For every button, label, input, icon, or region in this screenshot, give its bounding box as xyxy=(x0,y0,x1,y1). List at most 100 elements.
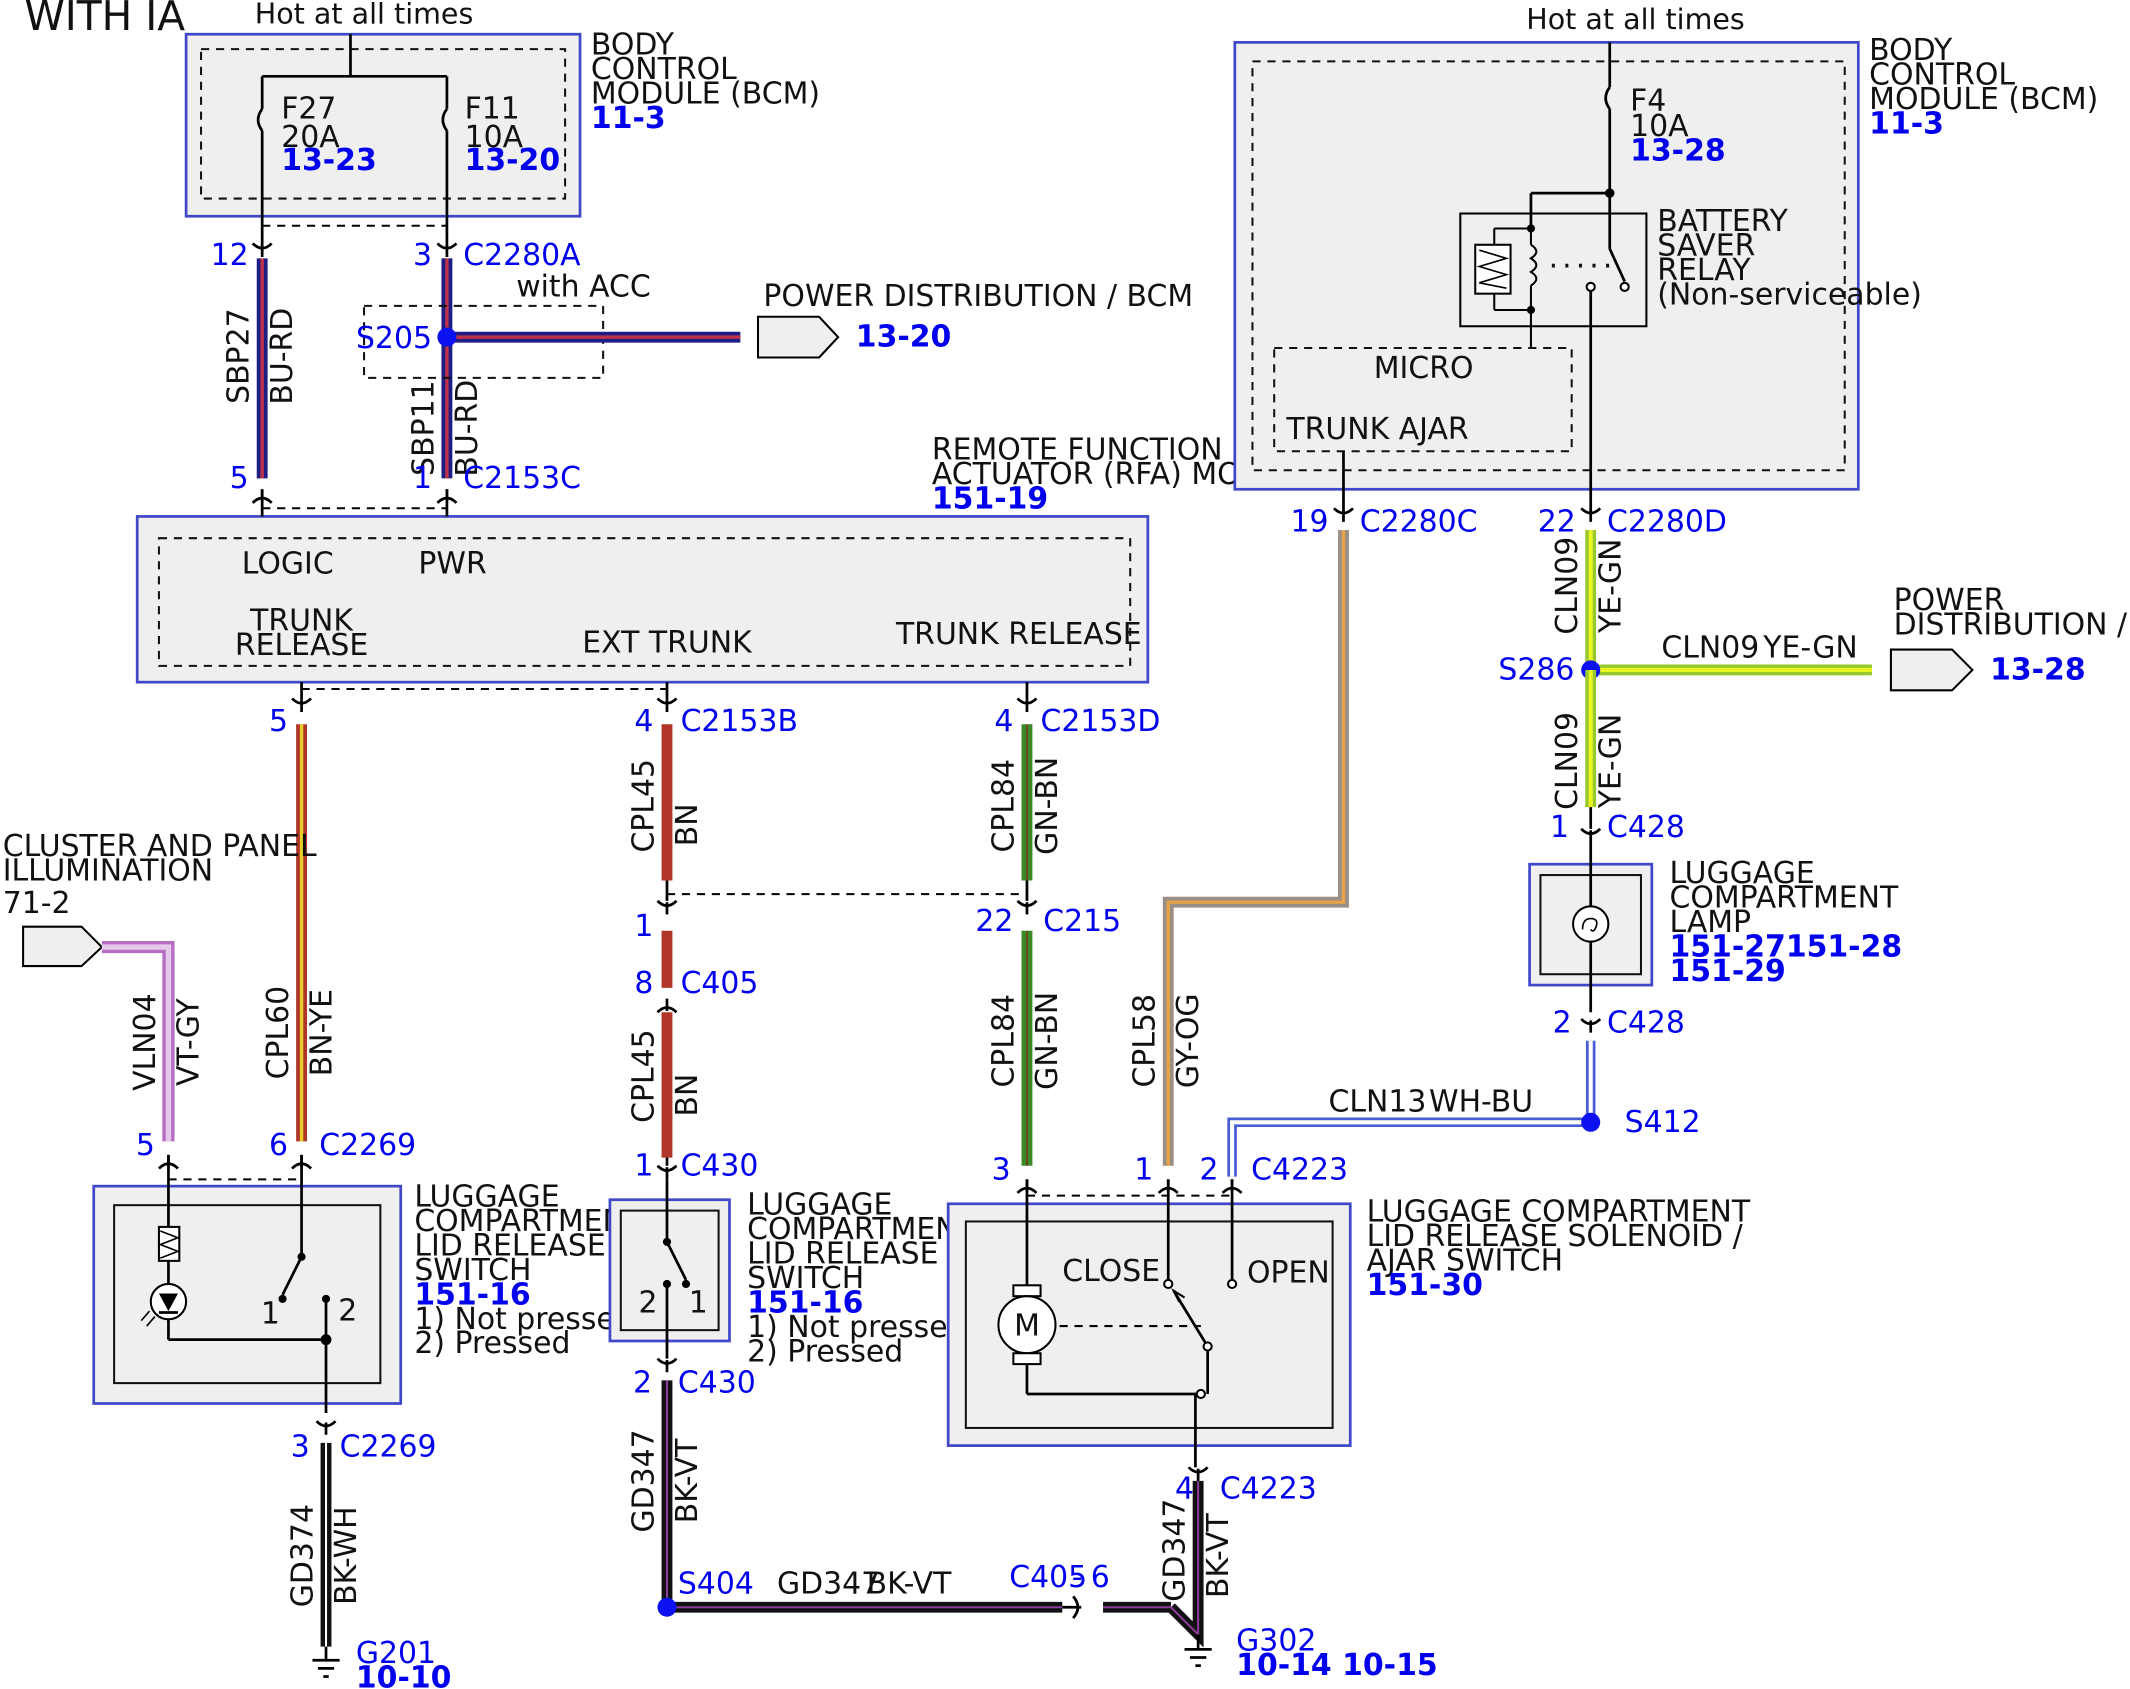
wire-cpl60-color: BN-YE xyxy=(304,989,339,1076)
wire-cpl45a-circuit: CPL45 xyxy=(626,759,661,853)
c2280a-pin-3: 3 xyxy=(413,238,432,273)
rfa-ext-trunk-label: EXT TRUNK xyxy=(582,625,753,660)
relay-name-4: (Non-serviceable) xyxy=(1657,278,1922,313)
g201-label: G201 xyxy=(356,1636,436,1671)
rfa-logic-label: LOGIC xyxy=(242,546,334,581)
bcm-right-name-3: MODULE (BCM) xyxy=(1869,82,2098,117)
wire-gd347a-color: BK-VT xyxy=(670,1438,705,1523)
switch-mid-ref[interactable]: 151-16 xyxy=(747,1285,863,1320)
relay-name-1: BATTERY xyxy=(1657,204,1788,239)
wire-cpl84a-color: GN-BN xyxy=(1030,757,1065,855)
bcm-right-module: ····· MICRO TRUNK AJAR F4 10A 13-28 BATT… xyxy=(1233,40,1922,512)
switch-mid-name-3: LID RELEASE xyxy=(747,1237,938,1272)
c405-pin-8: 8 xyxy=(634,966,653,1001)
g201-ref[interactable]: 10-10 xyxy=(356,1660,452,1689)
fuse-f11-name: F11 xyxy=(465,91,520,126)
fuse-f4-name: F4 xyxy=(1630,83,1666,118)
c428-top-label: C428 xyxy=(1607,810,1685,845)
fuse-f11-ref[interactable]: 13-20 xyxy=(465,143,561,178)
lamp-ref-1[interactable]: 151-27151-28 xyxy=(1669,930,1902,965)
switch-mid-name-4: SWITCH xyxy=(747,1261,864,1296)
rfa-ref[interactable]: 151-19 xyxy=(932,481,1048,516)
relay-box xyxy=(1459,212,1648,328)
switch-left-ref[interactable]: 151-16 xyxy=(414,1277,530,1312)
c2269-bottom-label: C2269 xyxy=(340,1429,437,1464)
splice-s404-label: S404 xyxy=(678,1567,754,1602)
c4223-top-label: C4223 xyxy=(1251,1152,1348,1187)
wire-vln04-color: VT-GY xyxy=(171,998,206,1086)
c2153c-label: C2153C xyxy=(463,461,581,496)
lamp-name-3: LAMP xyxy=(1669,905,1751,940)
c4223-pin-2: 2 xyxy=(1199,1152,1218,1187)
wire-cln09b-circuit: CLN09 xyxy=(1550,712,1585,810)
fuse-f27-ref[interactable]: 13-23 xyxy=(281,143,377,178)
bcm-left-ref[interactable]: 11-3 xyxy=(591,101,666,136)
switch-left-note-2: 2) Pressed xyxy=(414,1326,570,1361)
relay-coil-icon xyxy=(1529,243,1538,287)
switch-mid-contact xyxy=(665,1241,688,1281)
bcm-left-hot-label: Hot at all times xyxy=(255,0,474,30)
switch-mid-name-2: COMPARTMENT xyxy=(747,1212,977,1247)
g302-ref[interactable]: 10-14 10-15 xyxy=(1236,1648,1437,1683)
c2280c-label: C2280C xyxy=(1360,504,1478,539)
c2280a-pin-12: 12 xyxy=(211,238,249,273)
splice-s412[interactable] xyxy=(1581,1112,1601,1132)
wire-gd347b-circuit: GD347 xyxy=(777,1567,880,1602)
motor-label: M xyxy=(1014,1309,1040,1344)
relay-contact xyxy=(1608,248,1626,283)
fuse-f4-ref[interactable]: 13-28 xyxy=(1630,134,1726,169)
c405-pin-1: 1 xyxy=(634,909,653,944)
power-dist-right-ref[interactable]: 13-28 xyxy=(1990,652,2086,687)
c4223-pin-1: 1 xyxy=(1134,1152,1153,1187)
bcm-right-ref[interactable]: 11-3 xyxy=(1869,106,1944,141)
wire-cpl60-circuit: CPL60 xyxy=(261,986,296,1080)
solenoid-name-2: LID RELEASE SOLENOID / xyxy=(1367,1219,1744,1254)
c4223-pin-3: 3 xyxy=(992,1152,1011,1187)
fuse-f27-name: F27 xyxy=(281,91,336,126)
c215-label: C215 xyxy=(1043,904,1121,939)
splice-s286-label: S286 xyxy=(1498,652,1574,687)
rfa-module: LOGIC PWR TRUNK RELEASE EXT TRUNK TRUNK … xyxy=(135,489,1150,684)
splice-s205-label: S205 xyxy=(356,321,432,356)
switch-mid-name-1: LUGGAGE xyxy=(747,1188,892,1223)
power-dist-left-connector[interactable] xyxy=(756,315,840,359)
c2269-pin-6: 6 xyxy=(269,1128,288,1163)
c428-pin-2: 2 xyxy=(1553,1006,1572,1041)
ground-g201-icon xyxy=(312,1646,340,1678)
wire-gd374-circuit: GD374 xyxy=(285,1504,320,1607)
c2153c-pin-1: 1 xyxy=(413,461,432,496)
micro-label: MICRO xyxy=(1374,351,1474,386)
splice-s205[interactable] xyxy=(437,327,457,347)
cluster-connector[interactable] xyxy=(22,925,104,968)
wire-cpl58-circuit: CPL58 xyxy=(1128,994,1163,1088)
wire-gd374-color: BK-WH xyxy=(329,1506,364,1605)
solenoid-name-3: AJAR SWITCH xyxy=(1367,1243,1564,1278)
rfa-pin-5: 5 xyxy=(269,704,288,739)
bcm-right-hot-label: Hot at all times xyxy=(1526,3,1745,36)
c4223-pin-4: 4 xyxy=(1175,1472,1194,1507)
bcm-left-name-1: BODY xyxy=(591,28,675,63)
power-dist-right-connector[interactable] xyxy=(1889,648,1974,692)
splice-s412-label: S412 xyxy=(1625,1105,1701,1140)
switch-left-pin-1: 1 xyxy=(261,1296,280,1331)
power-dist-left-ref[interactable]: 13-20 xyxy=(856,320,952,355)
wire-cpl58-color: GY-OG xyxy=(1171,993,1206,1088)
bcm-right-name-2: CONTROL xyxy=(1869,57,2015,92)
c430-top-label: C430 xyxy=(681,1148,759,1183)
switch-left-name-4: SWITCH xyxy=(414,1253,531,1288)
solenoid-ref[interactable]: 151-30 xyxy=(1367,1268,1483,1303)
lamp-module xyxy=(1528,842,1654,1013)
rfa-name-1: REMOTE FUNCTION xyxy=(932,432,1223,467)
switch-left-name-1: LUGGAGE xyxy=(414,1180,559,1215)
c2269-pin-3: 3 xyxy=(291,1429,310,1464)
fuse-f11-amps: 10A xyxy=(465,120,524,155)
wire-cpl84a-circuit: CPL84 xyxy=(986,759,1021,853)
wire-cpl84b-color: GN-BN xyxy=(1030,992,1065,1090)
splice-s404[interactable] xyxy=(657,1597,677,1617)
bcm-right-name-1: BODY xyxy=(1869,33,1953,68)
c4223-bottom-label: C4223 xyxy=(1220,1472,1317,1507)
c2280a-label: C2280A xyxy=(463,238,581,273)
lamp-ref-2[interactable]: 151-29 xyxy=(1669,954,1785,989)
solenoid-open-label: OPEN xyxy=(1247,1256,1330,1291)
